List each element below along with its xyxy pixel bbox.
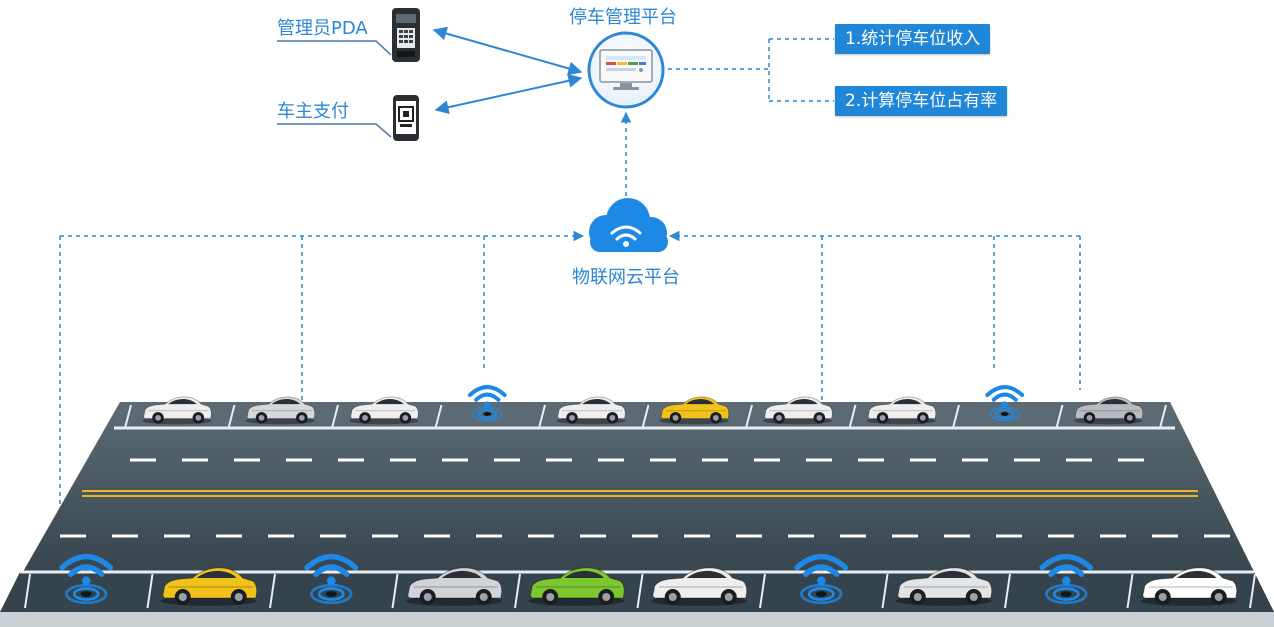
bottom-stall-dividers [24,573,1256,609]
car-icon [650,567,748,606]
sensor-icon [794,553,849,605]
phone-qr-icon [393,95,419,141]
sensor-icon [304,553,359,605]
pda-device-icon [392,8,420,62]
bottom-parking-row [59,553,1238,606]
car-icon [245,396,316,425]
function-box-occupancy: 2.计算停车位占有率 [835,86,1008,116]
pda-label-connector [277,40,392,56]
pay-label-connector [277,123,392,138]
top-parking-row [142,385,1144,425]
car-icon [866,396,937,425]
pay-platform-arrow [434,73,583,115]
cloud-wifi-icon [589,198,668,252]
parking-platform-label: 停车管理平台 [569,7,677,28]
car-icon [659,396,730,425]
car-icon [160,567,258,606]
car-icon [895,567,993,606]
car-icon [556,396,626,425]
function-box-income: 1.统计停车位收入 [835,24,991,54]
pda-platform-arrow [432,26,583,76]
sensor-icon [467,385,507,422]
top-stall-dividers [124,404,1167,429]
iot-network-lines [59,230,1081,540]
owner-pay-label: 车主支付 [277,101,349,122]
pda-label: 管理员PDA [277,18,368,39]
monitor-icon [587,31,665,109]
iot-cloud-label: 物联网云平台 [572,267,680,288]
sensor-icon [59,553,114,605]
car-icon [142,396,212,425]
car-icon [405,567,503,606]
car-icon [528,567,625,606]
sensor-icon [1039,553,1094,605]
car-icon [763,396,833,425]
car-icon [1140,567,1238,606]
car-icon [349,396,419,425]
car-icon [1073,396,1144,425]
